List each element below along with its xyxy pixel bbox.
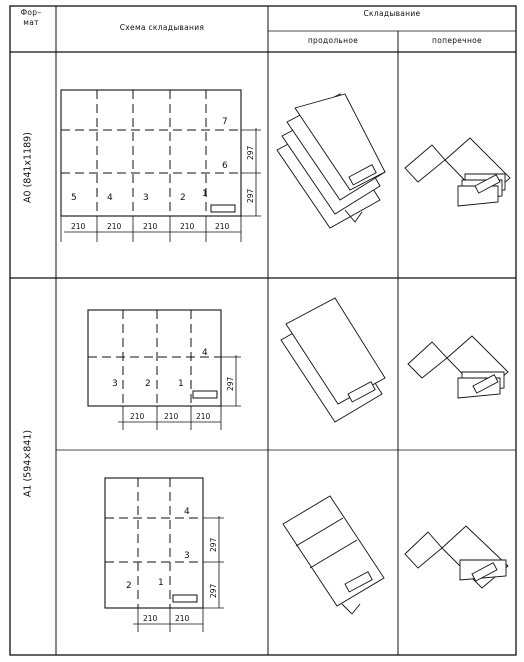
format-header-line2: мат	[23, 18, 39, 27]
scheme-a1-v2	[104, 477, 224, 632]
a1v1-panel-1: 1	[178, 379, 184, 389]
a0-panel-5: 5	[71, 193, 77, 203]
scheme-header: Схема складывания	[119, 23, 205, 32]
a1v1-panel-2: 2	[145, 379, 151, 389]
a1v1-height-dim: 297	[226, 376, 235, 391]
a1v2-height-dim: 297	[209, 537, 218, 552]
a1v2-width-dim: 210	[143, 614, 158, 623]
a1v1-width-dim: 210	[196, 412, 211, 421]
longitudinal-header: продольное	[307, 36, 359, 45]
a1v2-panel-4: 4	[184, 507, 190, 517]
a1v2-panel-1: 1	[158, 578, 164, 588]
a1v2-panel-3: 3	[184, 551, 190, 561]
table-grid	[9, 5, 517, 656]
format-header-line1: Фор–	[20, 8, 42, 17]
a0-width-dim: 210	[143, 222, 158, 231]
a0-longitudinal-fold	[276, 93, 386, 229]
a1v2-height-dim: 297	[209, 583, 218, 598]
format-header: Фор– мат	[10, 8, 52, 28]
scheme-a1-v1-labels: 3 2 1 4 210 210 210 297	[112, 348, 235, 421]
a0-width-dim: 210	[215, 222, 230, 231]
scheme-a1-v1	[87, 309, 241, 430]
folding-header: Складывание	[363, 9, 421, 18]
a1v1-width-dim: 210	[130, 412, 145, 421]
scheme-a0	[60, 89, 261, 242]
a0-panel-3: 3	[143, 193, 149, 203]
a0-width-dim: 210	[71, 222, 86, 231]
a0-panel-6: 6	[222, 161, 228, 171]
a1v2-transverse-fold	[404, 525, 509, 589]
a0-height-dim: 297	[246, 188, 255, 203]
a0-width-dim: 210	[180, 222, 195, 231]
a1v1-transverse-fold	[407, 335, 509, 399]
a1v1-panel-4: 4	[202, 348, 208, 358]
scheme-a1-v2-labels: 2 1 3 4 210 210 297 297	[126, 507, 218, 623]
a1v1-width-dim: 210	[164, 412, 179, 421]
a1v1-panel-3: 3	[112, 379, 118, 389]
a0-panel-4: 4	[107, 193, 113, 203]
a0-panel-1: 1	[202, 189, 208, 199]
a1v2-width-dim: 210	[175, 614, 190, 623]
a1v2-longitudinal-fold	[282, 495, 385, 615]
a0-panel-2: 2	[180, 193, 186, 203]
a1v1-longitudinal-fold	[280, 297, 386, 423]
a1v2-panel-2: 2	[126, 581, 132, 591]
a0-panel-7: 7	[222, 117, 228, 127]
a0-transverse-fold	[404, 137, 511, 207]
transverse-header: поперечное	[432, 36, 482, 45]
scheme-a0-labels: 5 4 3 2 1 7 6 210 210 210 210 210 297 29…	[71, 117, 255, 231]
a0-height-dim: 297	[246, 145, 255, 160]
a0-width-dim: 210	[107, 222, 122, 231]
